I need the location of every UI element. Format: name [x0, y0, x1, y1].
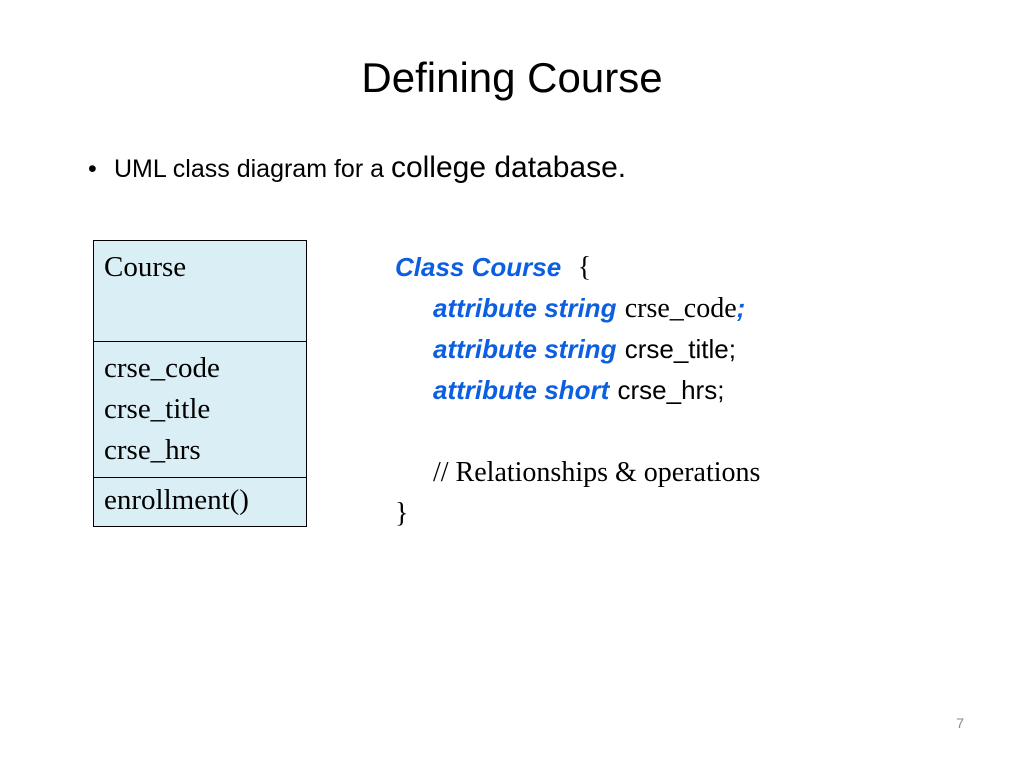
uml-attributes-section: crse_code crse_title crse_hrs [94, 342, 306, 478]
bullet-symbol: • [88, 155, 97, 183]
code-keyword: Class Course [395, 252, 562, 282]
slide-title: Defining Course [361, 54, 663, 101]
code-semicolon: ; [736, 293, 746, 323]
page-number: 7 [956, 715, 964, 731]
bullet-text-large: college database. [390, 151, 627, 184]
code-keyword: attribute string [433, 293, 617, 323]
uml-operation: enrollment() [104, 484, 249, 516]
code-line-comment: // Relationships & operations [395, 452, 760, 493]
code-line-attr-hrs: attribute short crse_hrs; [395, 370, 760, 411]
uml-class-name: Course [104, 251, 187, 283]
code-keyword: attribute string [433, 334, 617, 364]
code-line-attr-code: attribute string crse_code; [395, 288, 760, 329]
code-keyword: attribute short [433, 375, 610, 405]
uml-class-name-section: Course [94, 241, 306, 342]
code-identifier: crse_code [624, 293, 737, 324]
code-brace-close: } [395, 498, 409, 529]
code-identifier: crse_title; [624, 334, 736, 364]
uml-operations-section: enrollment() [94, 478, 306, 526]
code-line-class: Class Course { [395, 247, 760, 288]
bullet-item: • UML class diagram for a college databas… [88, 150, 626, 187]
code-identifier: crse_hrs; [617, 375, 725, 405]
code-line-close: } [395, 493, 760, 534]
uml-attribute: crse_title [104, 393, 211, 425]
code-comment: // Relationships & operations [433, 457, 761, 488]
code-brace-open: { [577, 252, 592, 283]
code-blank-line [395, 411, 760, 452]
code-block: Class Course { attribute string crse_cod… [395, 247, 760, 534]
uml-attribute: crse_code [104, 352, 220, 384]
bullet-text-small: UML class diagram for a [114, 155, 391, 183]
uml-attribute: crse_hrs [104, 434, 201, 466]
uml-class-box: Course crse_code crse_title crse_hrs enr… [93, 240, 307, 527]
code-line-attr-title: attribute string crse_title; [395, 329, 760, 370]
